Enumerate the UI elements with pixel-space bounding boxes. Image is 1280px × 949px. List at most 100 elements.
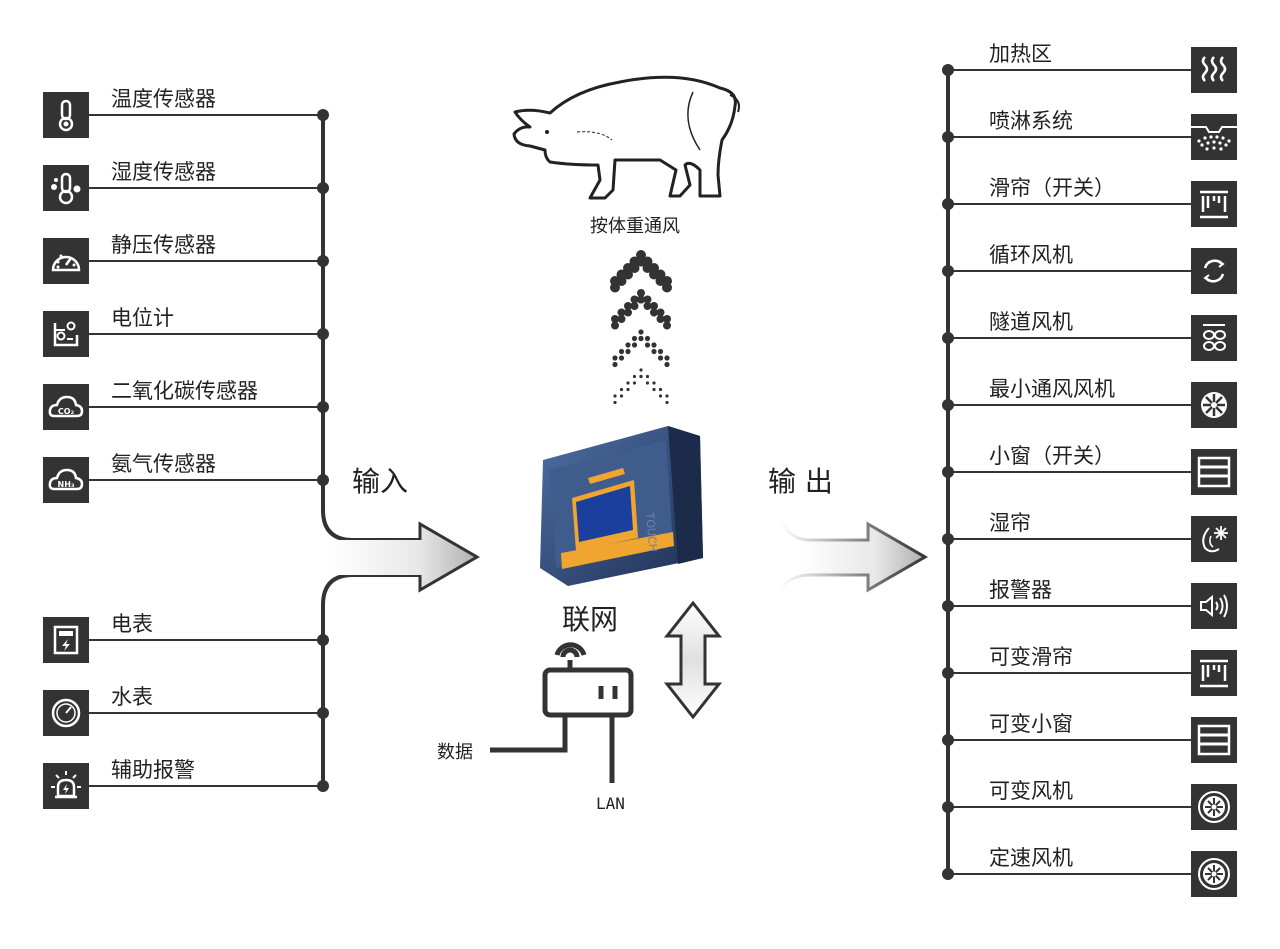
pig-caption: 按体重通风	[590, 216, 680, 237]
co2-cloud-icon: CO₂	[43, 384, 89, 430]
airflow-dot	[630, 302, 639, 310]
svg-text:NH₃: NH₃	[58, 480, 75, 489]
airflow-dot	[637, 289, 645, 297]
airflow-dot	[662, 282, 672, 293]
airflow-dot	[626, 387, 630, 392]
airflow-dot	[624, 302, 632, 310]
junction-dot	[317, 109, 329, 121]
output-label: 滑帘（开关）	[989, 176, 1115, 200]
output-label: 隧道风机	[989, 310, 1073, 334]
airflow-dot	[637, 295, 645, 304]
airflow-dot	[611, 315, 619, 323]
input-label: 氨气传感器	[111, 452, 216, 476]
junction-dot	[942, 265, 954, 277]
min-vent-fan-icon	[1191, 382, 1237, 428]
airflow-dot	[652, 387, 656, 392]
airflow-dot	[652, 381, 656, 385]
output-label: 可变滑帘	[989, 645, 1073, 669]
output-label: 湿帘	[989, 511, 1031, 535]
airflow-dot	[644, 342, 651, 348]
airflow-dot	[613, 394, 617, 398]
alarm-beacon-icon	[43, 763, 89, 809]
junction-dot	[942, 198, 954, 210]
airflow-dot	[656, 315, 665, 323]
airflow-dot	[617, 308, 626, 317]
junction-dot	[317, 474, 329, 486]
output-title: 输 出	[768, 465, 833, 498]
nh3-cloud-icon: NH₃	[43, 457, 89, 503]
airflow-dot	[657, 348, 664, 355]
heating-waves-icon	[1191, 47, 1237, 93]
airflow-dot	[617, 315, 626, 323]
output-label: 小窗（开关）	[989, 444, 1115, 468]
junction-dot	[942, 801, 954, 813]
airflow-dot	[638, 335, 644, 342]
airflow-dot	[612, 361, 618, 368]
airflow-dot	[664, 355, 670, 361]
output-label: 加热区	[989, 42, 1052, 66]
airflow-dot	[639, 368, 643, 372]
airflow-dot	[618, 355, 625, 361]
airflow-dot	[624, 308, 632, 317]
junction-dot	[942, 667, 954, 679]
junction-dot	[942, 332, 954, 344]
electric-meter-icon	[43, 617, 89, 663]
input-label: 电位计	[111, 306, 174, 330]
junction-dot	[942, 64, 954, 76]
junction-dot	[942, 868, 954, 880]
variable-curtain-icon	[1191, 650, 1237, 696]
input-branch-lines	[89, 109, 329, 792]
input-label: 温度传感器	[111, 87, 216, 111]
airflow-dot	[658, 387, 663, 392]
pressure-gauge-icon	[43, 238, 89, 284]
airflow-dot	[630, 295, 639, 304]
airflow-dot	[663, 315, 671, 323]
fixed-speed-fan-icon	[1191, 851, 1237, 897]
airflow-dot	[631, 335, 638, 342]
airflow-dot	[612, 355, 618, 361]
output-label: 可变小窗	[989, 712, 1073, 736]
airflow-dot	[645, 374, 650, 379]
input-arrow	[330, 524, 477, 590]
airflow-dot	[631, 342, 638, 348]
output-label: 定速风机	[989, 846, 1073, 870]
input-label: 湿度传感器	[111, 160, 216, 184]
airflow-dot	[651, 342, 657, 348]
airflow-dot	[643, 295, 652, 304]
junction-dot	[317, 255, 329, 267]
airflow-dot	[664, 361, 670, 368]
airflow-dotted-arrow	[610, 250, 672, 405]
network-label: 联网	[562, 603, 619, 636]
airflow-dot	[638, 329, 644, 335]
junction-dot	[942, 600, 954, 612]
airflow-dot	[639, 374, 643, 379]
output-label: 报警器	[989, 578, 1052, 602]
airflow-dot	[626, 381, 630, 385]
input-bus	[321, 115, 420, 786]
airflow-dot	[651, 348, 657, 355]
water-meter-icon	[43, 690, 89, 736]
controller-touch-text: TOUCH	[643, 511, 659, 552]
input-label: 静压传感器	[111, 233, 216, 257]
airflow-dot	[618, 348, 625, 355]
junction-dot	[317, 780, 329, 792]
sprinkler-icon	[1191, 114, 1237, 160]
airflow-dot	[610, 282, 620, 293]
airflow-dot	[656, 308, 665, 317]
airflow-dot	[663, 321, 671, 330]
output-label: 最小通风风机	[989, 377, 1115, 401]
airflow-dot	[625, 342, 631, 348]
input-label: 水表	[111, 685, 153, 709]
window-icon	[1191, 449, 1237, 495]
circulation-icon	[1191, 248, 1237, 294]
junction-dot	[317, 634, 329, 646]
airflow-dot	[643, 302, 652, 310]
junction-dot	[317, 401, 329, 413]
airflow-dot	[657, 355, 664, 361]
junction-dot	[942, 466, 954, 478]
input-label: 二氧化碳传感器	[111, 379, 258, 403]
lan-label: LAN	[596, 794, 625, 813]
airflow-dot	[658, 394, 663, 398]
climate-controller-device: TOUCH	[540, 426, 703, 586]
airflow-dot	[619, 387, 624, 392]
